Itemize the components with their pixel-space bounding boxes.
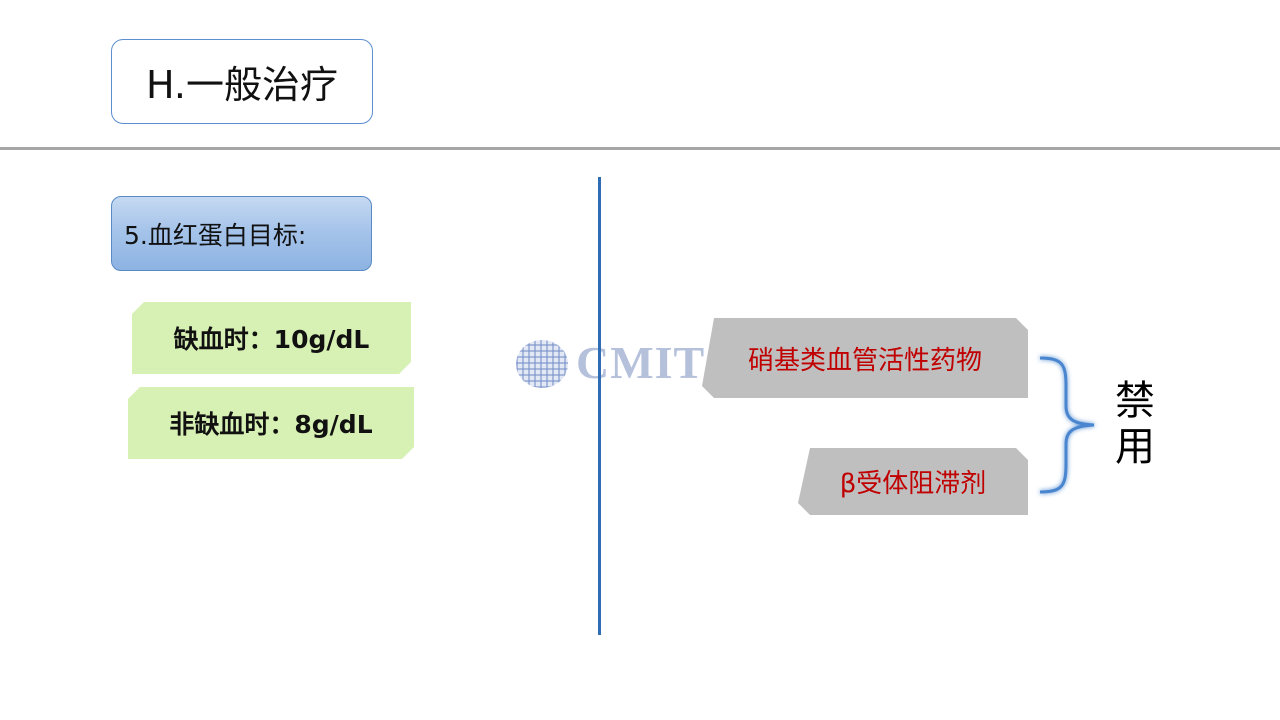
- watermark-text: CMIT: [576, 337, 706, 388]
- vertical-divider: [598, 177, 601, 635]
- globe-logo-icon: [516, 340, 568, 388]
- target-non-ischemic: 非缺血时：8g/dL: [128, 387, 414, 459]
- header-divider: [0, 147, 1280, 150]
- drug-nitrates: 硝基类血管活性药物: [702, 318, 1028, 398]
- target-ischemic: 缺血时：10g/dL: [132, 302, 411, 374]
- forbidden-label: 禁用: [1115, 378, 1155, 470]
- slide-title: H.一般治疗: [111, 39, 373, 124]
- section-heading: 5.血红蛋白目标:: [111, 196, 372, 271]
- right-brace-icon: [1039, 356, 1095, 494]
- drug-beta-blockers: β受体阻滞剂: [798, 448, 1028, 515]
